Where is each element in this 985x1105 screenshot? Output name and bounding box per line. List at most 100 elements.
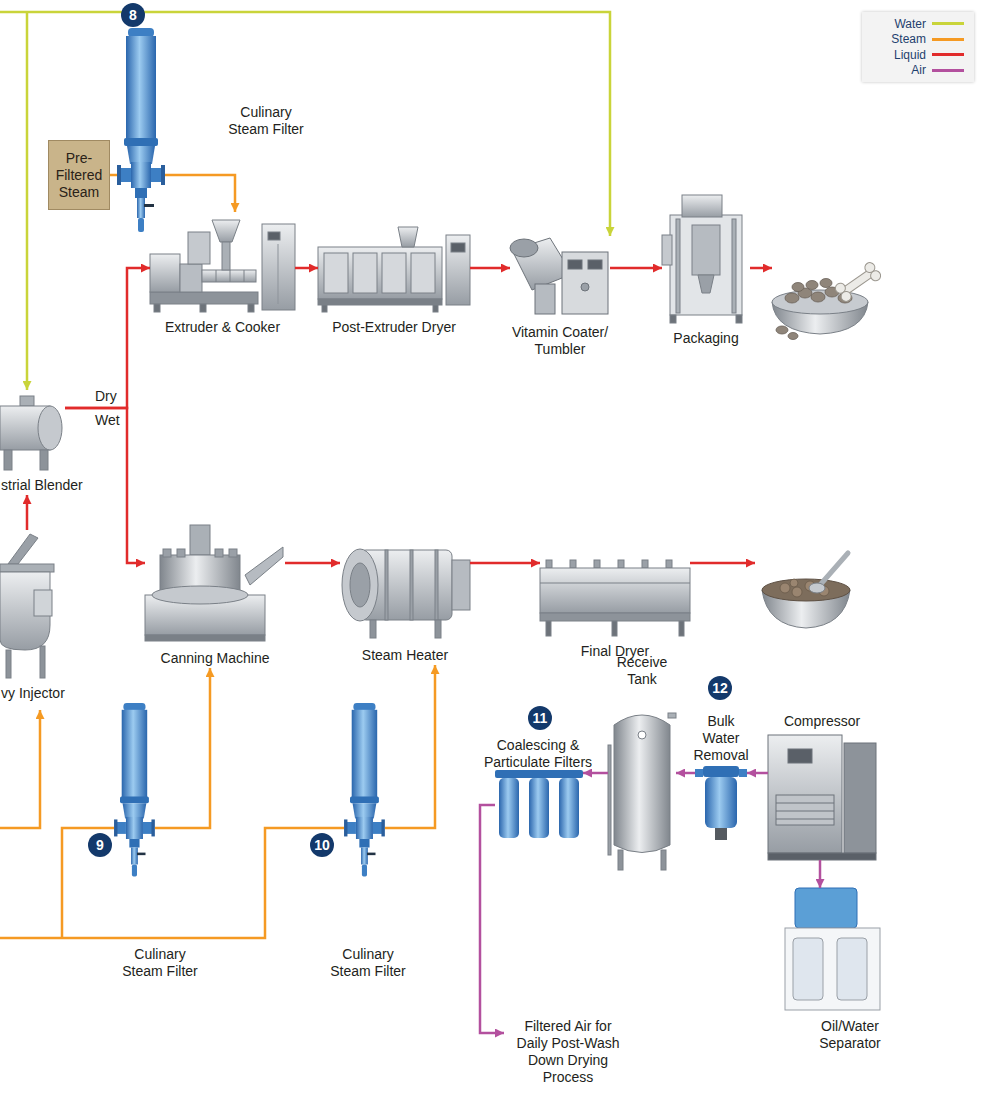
dry-food-bowl: [833, 261, 882, 304]
oil-water-separator: Oil/Water Separator: [785, 888, 880, 1010]
extruder-illustration: [154, 304, 160, 312]
steam-source-box: Pre- Filtered Steam: [48, 140, 110, 210]
final-dryer-illustration: [666, 560, 672, 568]
receiver-tank-illustration: [668, 713, 676, 718]
legend-swatch: [932, 53, 964, 56]
final-dryer-illustration: [594, 560, 600, 568]
box-label: Pre- Filtered Steam: [53, 150, 105, 201]
packaging-illustration: [682, 195, 722, 217]
coater-illustration: [562, 252, 608, 314]
steam-pipe: [0, 828, 344, 938]
blender-illustration: [20, 396, 34, 406]
equipment-label: strial Blender: [1, 477, 101, 494]
equipment-label: Coalescing & Particulate Filters: [468, 737, 608, 771]
legend-text: Air: [911, 63, 926, 77]
water-pipe: [26, 12, 29, 390]
equipment-label: Post-Extruder Dryer: [319, 319, 469, 336]
coater: Vitamin Coater/ Tumbler: [510, 232, 610, 359]
retort-illustration: [435, 620, 441, 638]
pipe-connector: [747, 772, 768, 775]
water-separator-illustration: [739, 769, 747, 777]
compressor-illustration: [788, 749, 812, 763]
retort-illustration: [410, 550, 413, 620]
compressor-illustration: [844, 743, 876, 853]
final-dryer-illustration: [679, 621, 684, 636]
note-text: Filtered Air for Daily Post-Wash Down Dr…: [512, 1018, 624, 1086]
blender-illustration: [4, 450, 12, 470]
retort-illustration: [435, 550, 438, 620]
steam-filter: Culinary Steam Filter: [117, 28, 165, 233]
extruder-illustration: [200, 304, 206, 312]
legend-row: Air: [872, 63, 964, 79]
canning-machine: Canning Machine: [145, 525, 285, 668]
coater-illustration: [510, 239, 538, 257]
equipment-label: Culinary Steam Filter: [222, 104, 310, 138]
dryer-illustration: [451, 243, 465, 252]
canning-illustration: [145, 635, 265, 641]
injector-illustration: [40, 646, 45, 678]
flow-label: Wet: [95, 412, 120, 428]
water-separator-illustration: [703, 766, 739, 777]
equipment-label: Culinary Steam Filter: [116, 946, 204, 980]
extruder-illustration: [150, 292, 258, 304]
equipment-label: Canning Machine: [150, 650, 280, 667]
dryer: Post-Extruder Dryer: [318, 225, 470, 337]
retort-illustration: [350, 563, 370, 607]
coalescing-filters: Coalescing & Particulate Filters: [495, 770, 583, 840]
coater-illustration: [510, 238, 608, 314]
canning-illustration: [215, 549, 223, 557]
water-separator: Bulk Water Removal: [695, 766, 747, 844]
final-dryer-illustration: [540, 583, 690, 584]
pipe-connector: [26, 495, 29, 530]
legend-row: Steam: [872, 32, 964, 48]
final-dryer-illustration: [546, 560, 552, 568]
receiver-tank-illustration: [608, 745, 611, 855]
coalescing-filters-illustration: [495, 770, 583, 838]
dry-food-bowl: [772, 290, 868, 314]
retort-illustration: [342, 549, 470, 638]
receiver-tank-illustration: [618, 850, 623, 870]
legend-panel: WaterSteamLiquidAir: [862, 12, 974, 82]
receiver-tank-illustration: [638, 731, 646, 739]
canning-illustration: [190, 525, 210, 555]
dryer-illustration: [382, 253, 406, 293]
dry-food-bowl: [839, 289, 853, 303]
extruder-illustration: [180, 264, 202, 292]
steam-heater: Steam Heater: [340, 540, 470, 665]
final-dryer-illustration: [642, 560, 648, 568]
dryer-illustration: [322, 305, 327, 312]
dry-food-bowl: [792, 283, 804, 292]
dryer-illustration: [398, 227, 418, 247]
wet-food-bowl: [780, 583, 790, 593]
retort-illustration: [342, 549, 378, 621]
canning-illustration: [229, 549, 237, 557]
oil-water-separator-illustration: [785, 928, 880, 1010]
final-dryer-illustration: [540, 568, 690, 613]
receiver-tank-illustration: [661, 850, 666, 870]
dry-food-bowl: [776, 279, 852, 340]
final-dryer-illustration: [612, 621, 617, 636]
retort-illustration: [452, 560, 470, 610]
dry-food-bowl: [776, 326, 788, 334]
packaging-illustration: [662, 195, 742, 323]
flow-label: Dry: [95, 388, 117, 404]
extruder-illustration: [244, 270, 245, 282]
extruder-illustration: [212, 220, 240, 242]
compressor-illustration: [776, 803, 834, 804]
steam-pipe: [0, 710, 344, 938]
canning-illustration: [245, 547, 283, 585]
injector: vy Injector: [0, 530, 55, 703]
dryer-illustration: [433, 305, 438, 312]
final-dryer-illustration: [570, 560, 576, 568]
callout-number: 10: [310, 833, 334, 857]
dryer-illustration: [324, 253, 348, 293]
legend-text: Water: [894, 17, 926, 31]
coalescing-filters-illustration: [529, 778, 549, 838]
packaging-machine: Packaging: [662, 195, 750, 348]
oil-water-separator-illustration: [793, 938, 823, 1000]
legend-row: Liquid: [872, 47, 964, 63]
water-pipe: [0, 12, 610, 236]
coater-illustration: [568, 260, 582, 269]
extruder-illustration: [230, 270, 231, 282]
pipe-connector: [676, 772, 695, 775]
